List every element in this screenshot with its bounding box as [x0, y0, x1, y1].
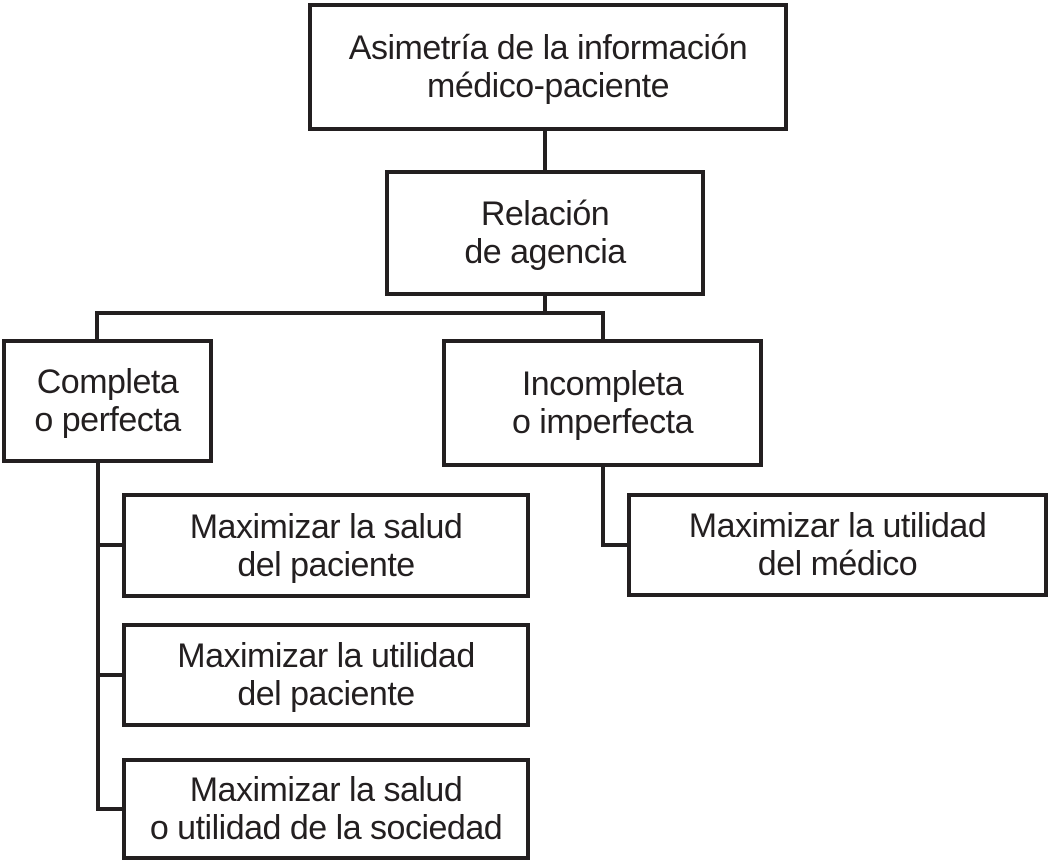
- node-maximizar-utilidad-paciente-label: Maximizar la utilidad del paciente: [177, 637, 475, 713]
- node-maximizar-utilidad-paciente: Maximizar la utilidad del paciente: [122, 623, 530, 727]
- edge-asimetria-to-relacion-line: [543, 129, 547, 172]
- edge-rail-to-utilidad-medico-line: [601, 543, 631, 547]
- node-asimetria-informacion: Asimetría de la información médico-pacie…: [308, 3, 788, 131]
- node-asimetria-informacion-label: Asimetría de la información médico-pacie…: [348, 29, 748, 105]
- edge-rail-to-salud-paciente-line: [96, 543, 124, 547]
- node-relacion-agencia-label: Relación de agencia: [464, 195, 626, 271]
- edge-incompleta-rail-line: [601, 465, 605, 547]
- node-maximizar-salud-paciente-label: Maximizar la salud del paciente: [189, 507, 463, 584]
- edge-relacion-stub-line: [543, 294, 547, 315]
- edge-rail-to-utilidad-paciente-line: [96, 673, 124, 677]
- node-maximizar-utilidad-medico: Maximizar la utilidad del médico: [627, 493, 1048, 597]
- node-maximizar-salud-sociedad: Maximizar la salud o utilidad de la soci…: [122, 758, 530, 860]
- node-maximizar-salud-sociedad-label: Maximizar la salud o utilidad de la soci…: [149, 771, 503, 847]
- edge-rail-to-salud-sociedad-line: [96, 807, 124, 811]
- node-maximizar-utilidad-medico-label: Maximizar la utilidad del médico: [688, 507, 987, 583]
- node-incompleta-imperfecta-label: Incompleta o imperfecta: [511, 365, 694, 441]
- node-completa-perfecta-label: Completa o perfecta: [34, 363, 181, 439]
- node-completa-perfecta: Completa o perfecta: [2, 339, 213, 463]
- edge-completa-rail-line: [96, 461, 100, 811]
- node-incompleta-imperfecta: Incompleta o imperfecta: [442, 339, 763, 467]
- edge-branch-to-incompleta-line: [601, 311, 605, 341]
- edge-relacion-branch-horizontal-line: [95, 311, 605, 315]
- node-maximizar-salud-paciente: Maximizar la salud del paciente: [122, 493, 530, 598]
- node-relacion-agencia: Relación de agencia: [385, 170, 705, 296]
- edge-branch-to-completa-line: [95, 311, 99, 341]
